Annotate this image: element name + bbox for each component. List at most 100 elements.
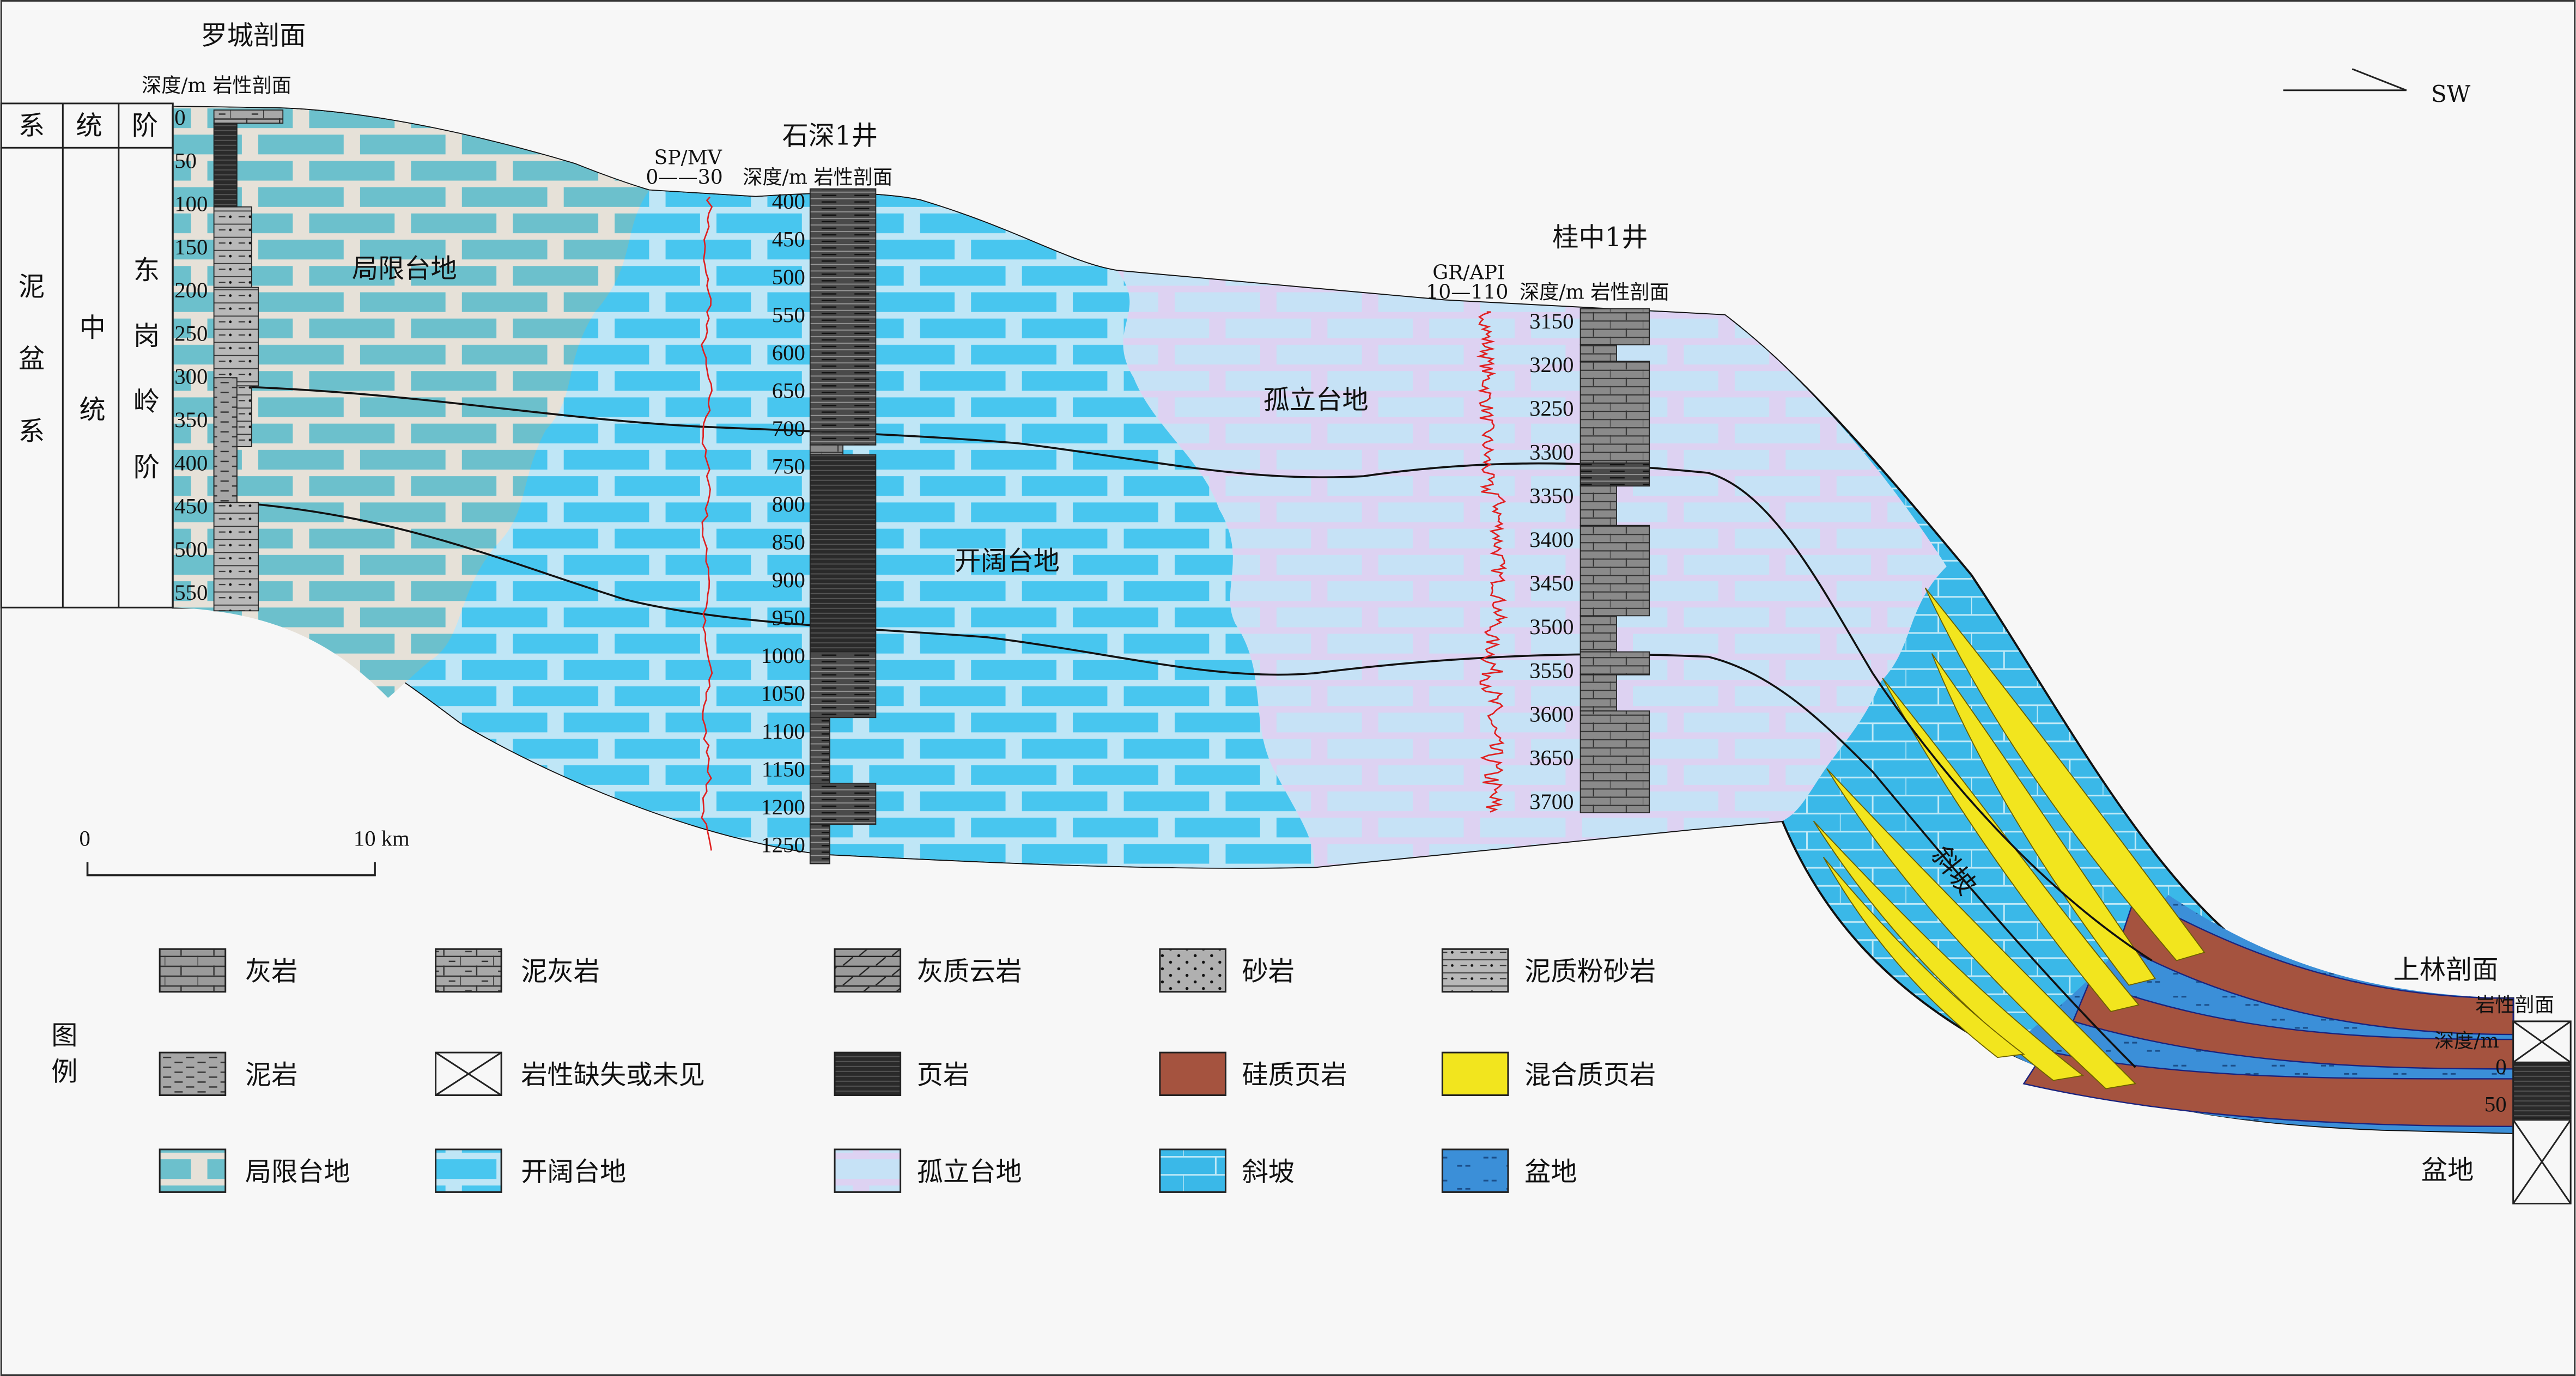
depth-label: 3250 (1529, 396, 1573, 421)
legend-item-sandstone: 砂岩 (1159, 948, 1295, 993)
restricted-platform-swatch-icon (159, 1148, 227, 1193)
legend-item-slope: 斜坡 (1159, 1148, 1295, 1193)
siliceous-shale-swatch-icon (1159, 1051, 1226, 1097)
depth-label: 3700 (1529, 789, 1573, 814)
facies-label-open-platform: 开阔台地 (955, 546, 1060, 576)
legend-item-missing: 岩性缺失或未见 (435, 1051, 705, 1097)
depth-label: 3450 (1529, 571, 1573, 595)
mixed-shale-tongue (1924, 587, 2206, 961)
strat-header-system: 系 (19, 111, 45, 141)
isolated-platform-swatch-icon (834, 1148, 902, 1193)
depth-label: 3600 (1529, 702, 1573, 726)
mudstone-swatch-icon (159, 1051, 227, 1097)
shishen1-depth-axis: 4004505005506006507007508008509009501000… (761, 189, 805, 857)
legend-item-shale: 页岩 (834, 1051, 969, 1097)
dolomite-swatch-icon (834, 948, 902, 993)
legend-item-mixed-shale: 混合质页岩 (1441, 1051, 1656, 1097)
depth-label: 450 (772, 227, 805, 251)
sp-curve-scale: 0——30 (646, 166, 722, 189)
strat-table-frame (0, 102, 174, 608)
gr-curve-name: GR/API (1432, 260, 1505, 284)
scale-bar-end: 10 km (354, 826, 410, 850)
restricted-platform-body (173, 106, 649, 698)
depth-label: 950 (772, 605, 805, 630)
siltstone-swatch-icon (1441, 948, 1509, 993)
strat-stage-value: 东岗岭阶 (133, 255, 160, 483)
depth-label: 200 (174, 278, 208, 302)
depth-label: 3550 (1529, 658, 1573, 683)
gr-curve-scale: 10—110 (1426, 281, 1508, 304)
legend-item-label: 开阔台地 (521, 1156, 626, 1187)
depth-label: 850 (772, 529, 805, 554)
shanglin-section-title: 上林剖面 (2393, 955, 2499, 985)
mixed-shale-tongue (1813, 820, 2085, 1081)
legend-item-restricted-platform: 局限台地 (159, 1148, 350, 1193)
depth-label: 1100 (762, 719, 805, 744)
depth-label: 800 (772, 492, 805, 516)
legend-item-label: 灰质云岩 (917, 957, 1022, 987)
scale-bar (86, 862, 376, 876)
stratigraphic-table (0, 102, 174, 608)
legend-item-mudstone: 泥岩 (159, 1051, 297, 1097)
limestone-swatch-icon (159, 948, 227, 993)
luocheng-column-header: 深度/m 岩性剖面 (142, 74, 291, 97)
legend-item-label: 斜坡 (1242, 1156, 1295, 1187)
basin-swatch-icon (1441, 1148, 1509, 1193)
depth-label: 3650 (1529, 746, 1573, 770)
shale-interval (2512, 1063, 2572, 1119)
depth-label: 100 (174, 192, 208, 216)
shishen1-well-title: 石深1井 (782, 120, 878, 151)
shanglin-column-header: 岩性剖面 (2475, 993, 2554, 1016)
legend-item-limestone: 灰岩 (159, 948, 297, 993)
depth-label: 3200 (1529, 352, 1573, 377)
depth-label: 0 (174, 105, 185, 130)
facies-label-isolated-platform: 孤立台地 (1263, 385, 1369, 416)
legend-item-siltstone: 泥质粉砂岩 (1441, 948, 1656, 993)
shale-swatch-icon (834, 1051, 902, 1097)
direction-label: SW (2431, 81, 2471, 107)
shishen1-column-header: 深度/m 岩性剖面 (743, 166, 892, 189)
depth-label: 350 (174, 407, 208, 432)
depth-label: 1050 (761, 681, 805, 705)
legend-item-siliceous-shale: 硅质页岩 (1159, 1051, 1347, 1097)
depth-label: 3300 (1529, 440, 1573, 464)
depth-label: 400 (174, 450, 208, 475)
legend-item-open-platform: 开阔台地 (435, 1148, 626, 1193)
sp-curve-name: SP/MV (654, 145, 722, 169)
depth-label: 3400 (1529, 527, 1573, 552)
legend-item-label: 孤立台地 (917, 1156, 1022, 1187)
shanglin-depth-label: 0 (2495, 1054, 2506, 1079)
depth-label: 650 (772, 378, 805, 403)
legend-item-label: 页岩 (917, 1060, 969, 1090)
strat-header-series: 统 (76, 111, 102, 141)
guizhong1-column-header: 深度/m 岩性剖面 (1520, 281, 1669, 304)
legend-item-marl: 泥灰岩 (435, 948, 600, 993)
legend-item-label: 岩性缺失或未见 (521, 1060, 705, 1090)
depth-label: 750 (772, 454, 805, 478)
legend-item-label: 砂岩 (1242, 957, 1295, 987)
facies-label-basin: 盆地 (2421, 1155, 2474, 1185)
depth-label: 400 (772, 189, 805, 214)
mixed-shale-tongue (1826, 768, 2137, 1089)
legend-item-dolomite: 灰质云岩 (834, 948, 1022, 993)
time-line-1 (214, 385, 2153, 961)
depth-label: 300 (174, 364, 208, 389)
legend-item-label: 混合质页岩 (1524, 1060, 1656, 1090)
legend-item-label: 硅质页岩 (1242, 1060, 1347, 1090)
depth-label: 3150 (1529, 309, 1573, 333)
guizhong1-well-title: 桂中1井 (1552, 222, 1648, 253)
depth-label: 700 (772, 416, 805, 441)
strat-system-value: 泥盆系 (19, 272, 45, 447)
depth-label: 50 (174, 148, 197, 173)
isochronous-lines (214, 385, 2153, 1068)
depth-label: 1000 (761, 643, 805, 668)
mixed-shale-tongue (1931, 653, 2156, 986)
time-line-2 (214, 500, 2136, 1068)
legend-item-label: 泥岩 (245, 1060, 297, 1090)
depth-label: 250 (174, 321, 208, 345)
legend-item-label: 局限台地 (245, 1156, 350, 1187)
direction-arrow-icon (2283, 68, 2407, 92)
sp-log-curve (701, 196, 713, 851)
